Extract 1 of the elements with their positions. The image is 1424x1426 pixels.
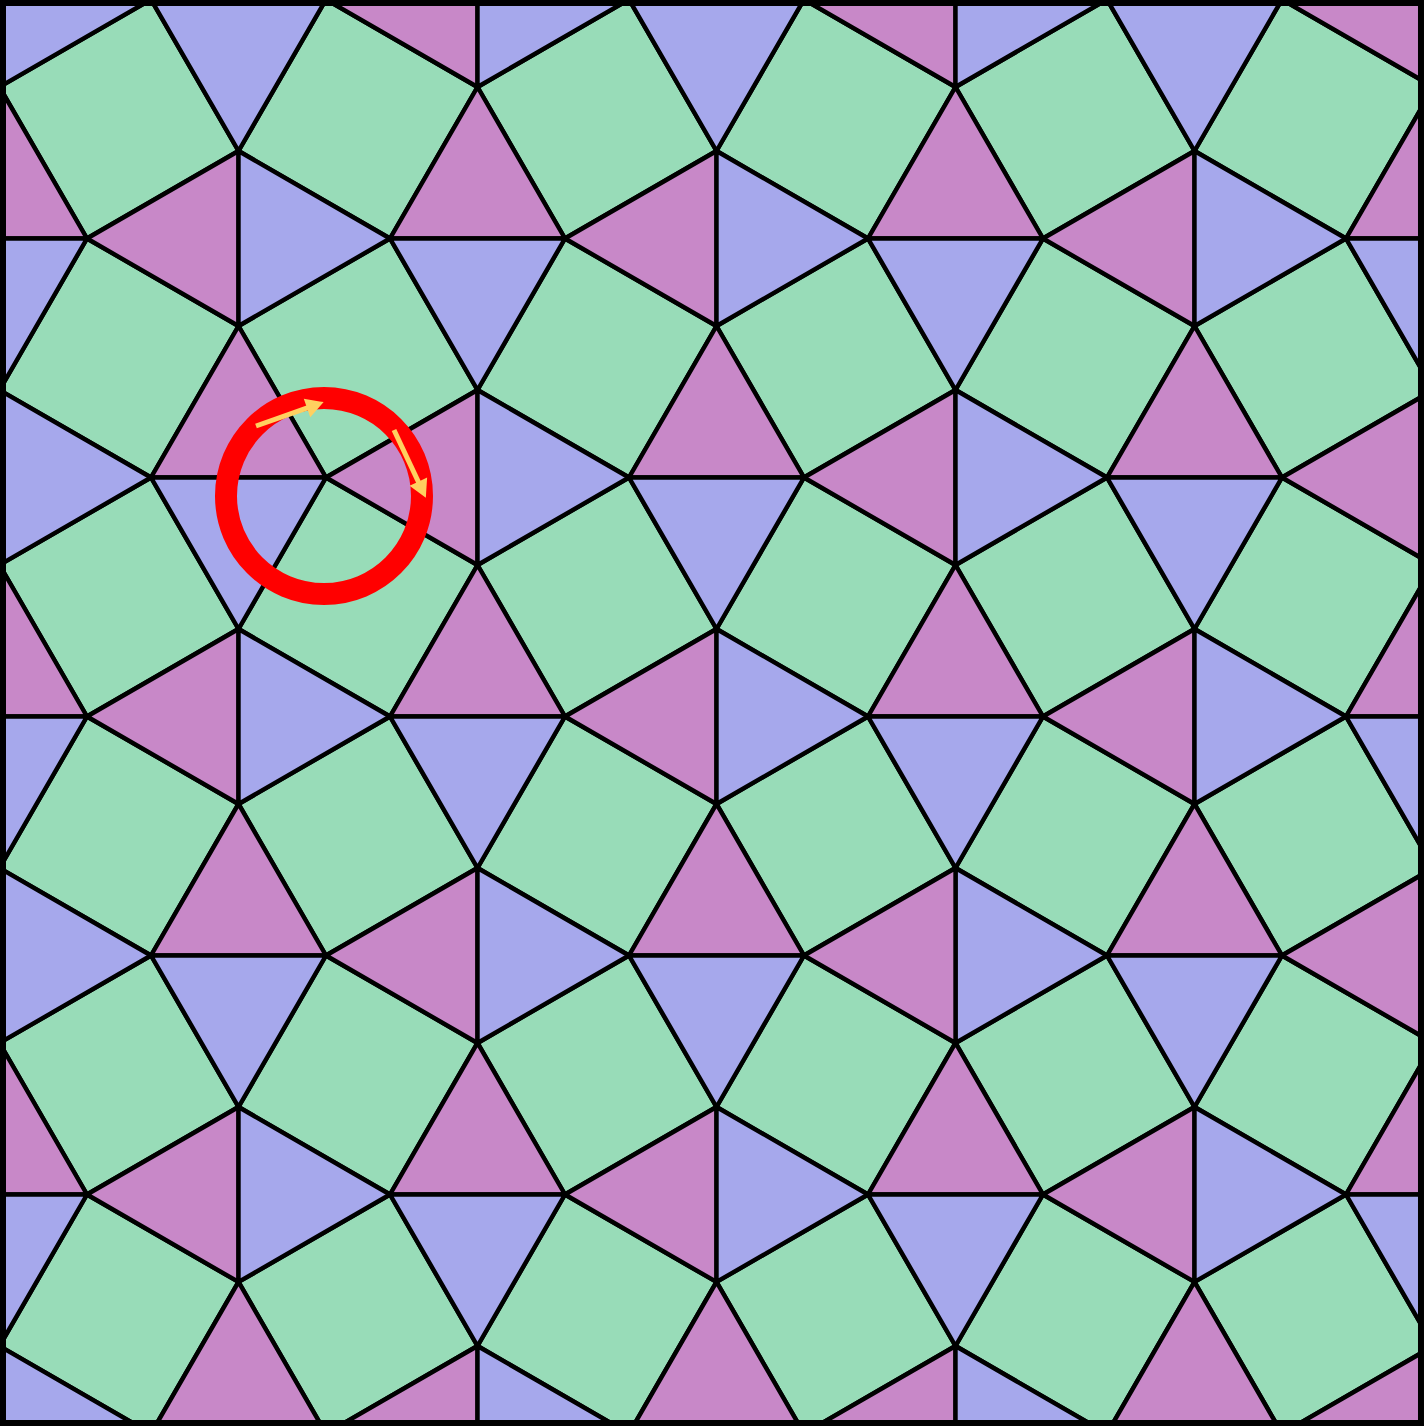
- ring-circle: [215, 387, 433, 605]
